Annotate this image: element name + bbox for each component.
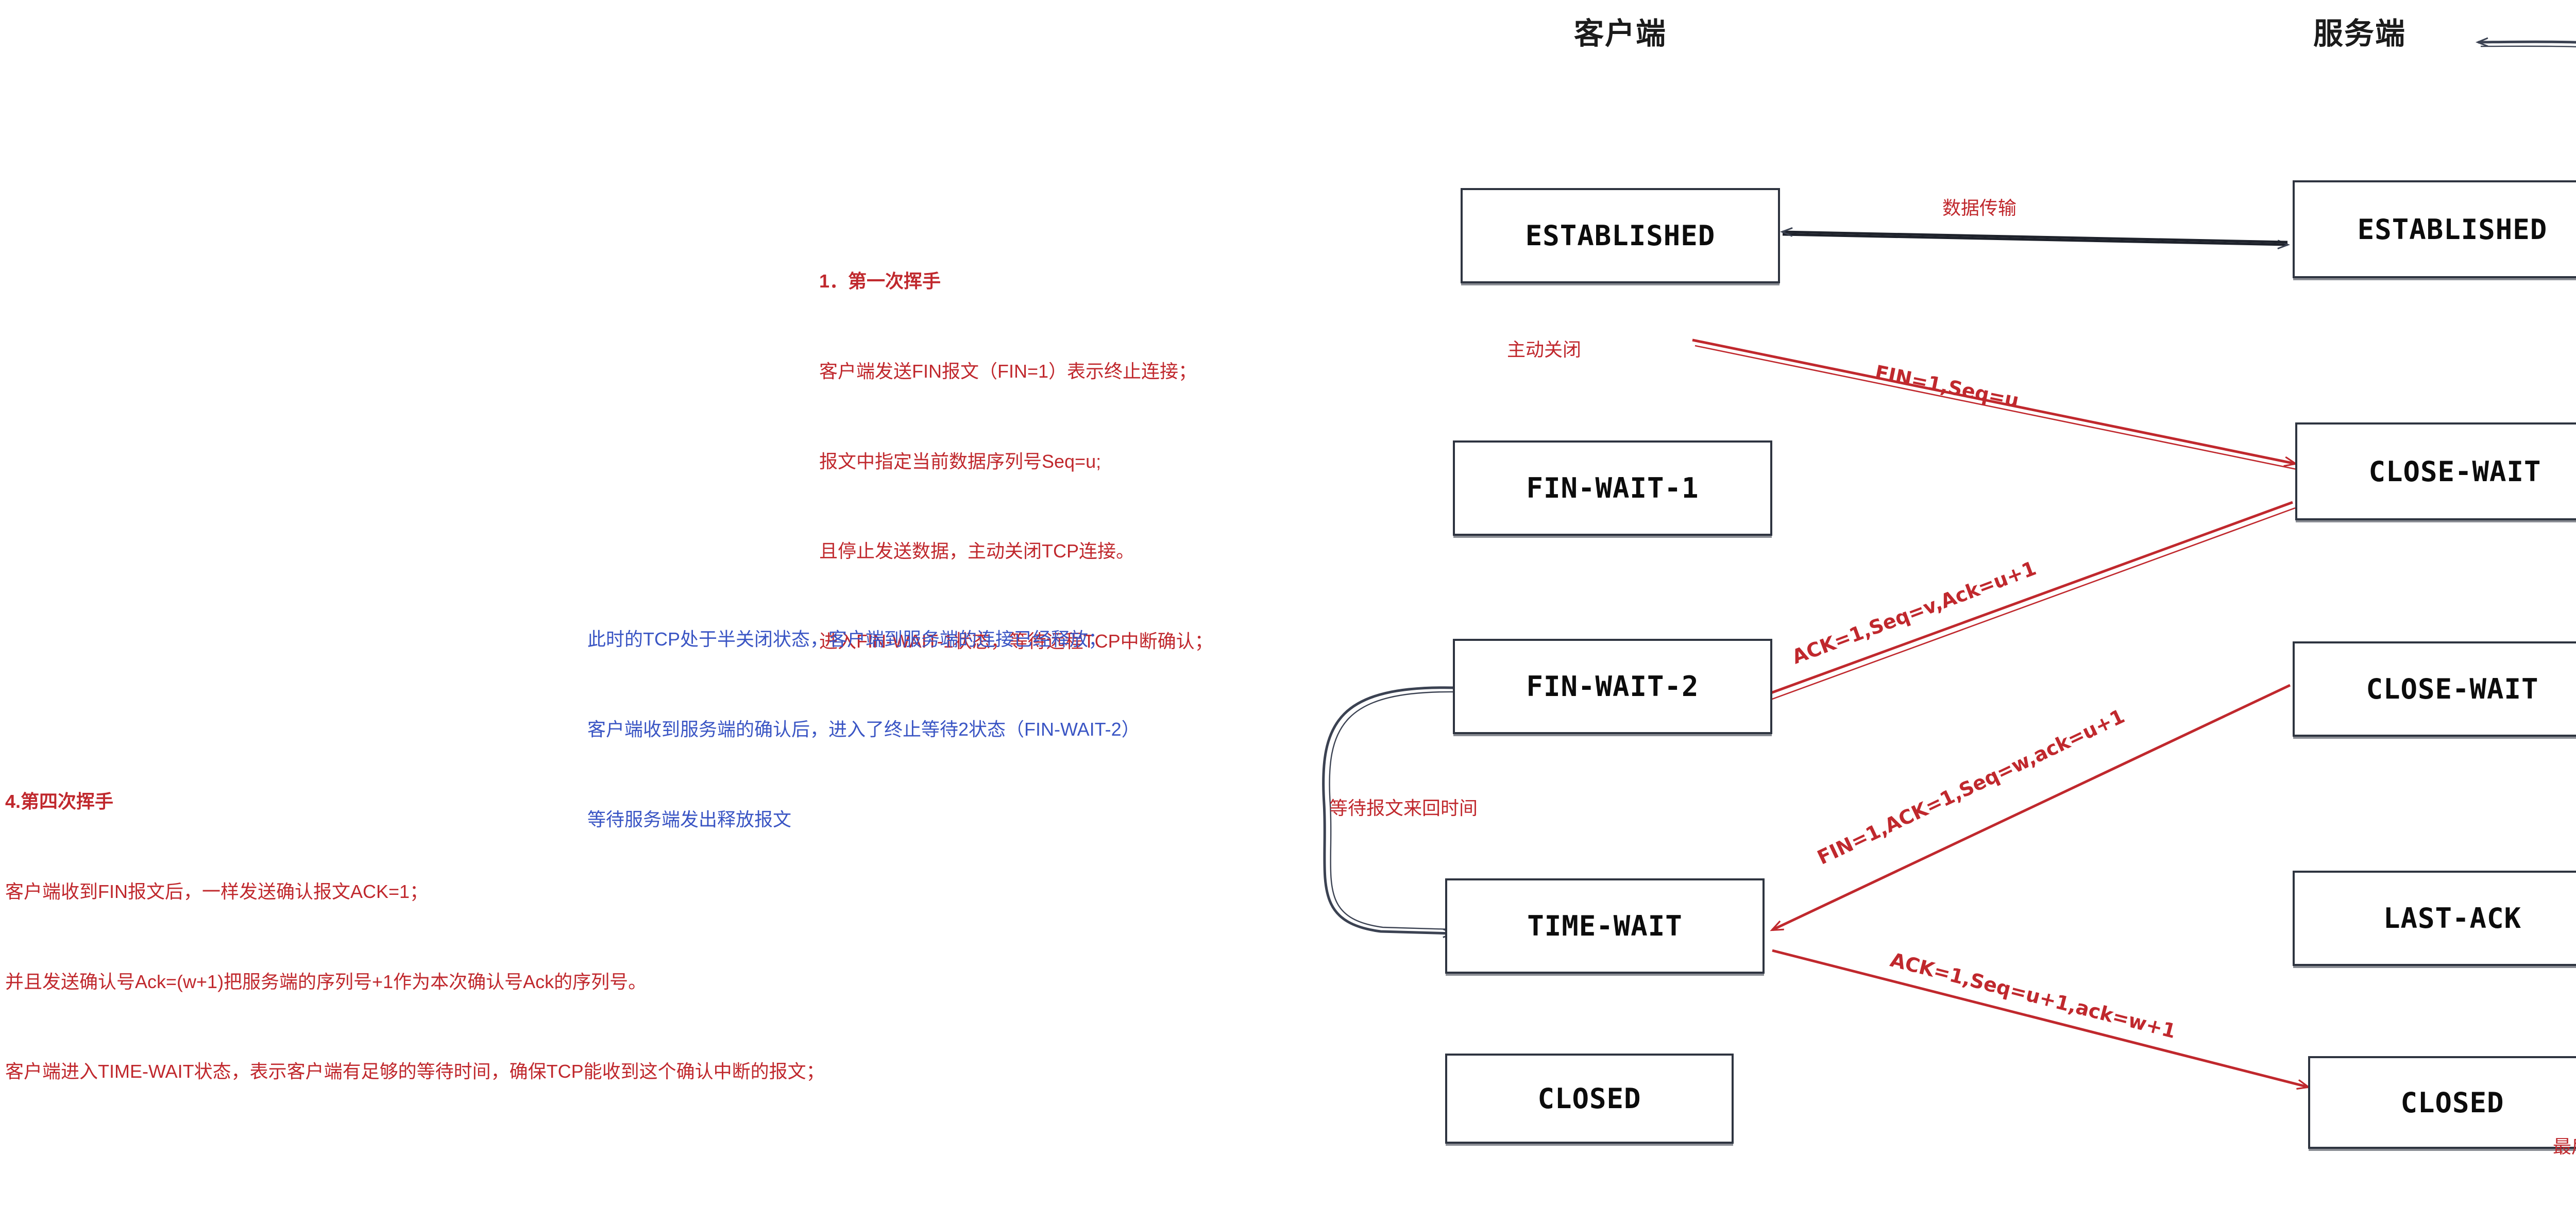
state-box-server-established[interactable]: ESTABLISHED [2293, 180, 2576, 278]
note-step1-line-2: 报文中指定当前数据序列号Seq=u; [819, 450, 1101, 472]
state-box-server-last-ack[interactable]: LAST-ACK [2293, 871, 2576, 966]
arrow-data-transfer [1783, 232, 2287, 245]
note-step1-line-4: 进入FIN-WAIT-1状态，等待远程TCP中断确认； [819, 631, 1213, 652]
note-step1: 1．第一次挥手 客户端发送FIN报文（FIN=1）表示终止连接； 报文中指定当前… [819, 206, 1213, 717]
tcp-four-way-handshake-diagram: 客户端 服务端 [5, 17, 2576, 1157]
state-box-client-established[interactable]: ESTABLISHED [1461, 188, 1780, 283]
label-ack-seq-v: ACK=1,Seq=v,Ack=u+1 [1789, 556, 2040, 669]
note-half-closed-line-2: 客户端收到服务端的确认后，进入了终止等待2状态（FIN-WAIT-2） [587, 718, 1140, 740]
column-header-client: 客户端 [1574, 17, 1667, 50]
note-step4-line-2: 并且发送确认号Ack=(w+1)把服务端的序列号+1作为本次确认号Ack的序列号… [5, 971, 647, 992]
label-data-transfer: 数据传输 [1942, 197, 2017, 218]
state-box-server-closed[interactable]: CLOSED [2308, 1056, 2576, 1149]
note-step4: 4.第四次挥手 客户端收到FIN报文后，一样发送确认报文ACK=1； 并且发送确… [5, 726, 825, 1147]
note-final-line-1: 最后，服务端收到这个ACK报文后，关闭服务端的连接，进入CLOSED状态，连接完… [2553, 1135, 2576, 1157]
column-header-server: 服务端 [2313, 17, 2406, 50]
note-step4-line-1: 客户端收到FIN报文后，一样发送确认报文ACK=1； [5, 880, 429, 902]
label-active-close: 主动关闭 [1507, 339, 1582, 360]
label-fin-seq-u: FIN=1,Seq=u [1873, 361, 2021, 413]
note-half-closed-line-1: 此时的TCP处于半关闭状态，客户端到服务端的连接已经释放； [587, 628, 1107, 650]
note-step4-heading: 4.第四次挥手 [5, 790, 114, 812]
state-box-client-fin-wait-1[interactable]: FIN-WAIT-1 [1453, 440, 1772, 536]
state-box-server-close-wait-1[interactable]: CLOSE-WAIT [2295, 422, 2576, 520]
note-step1-line-1: 客户端发送FIN报文（FIN=1）表示终止连接； [819, 360, 1197, 382]
label-wait-round-trip: 等待报文来回时间 [1329, 797, 1478, 819]
state-box-client-closed[interactable]: CLOSED [1445, 1054, 1734, 1144]
state-box-server-close-wait-2[interactable]: CLOSE-WAIT [2293, 641, 2576, 737]
arrow-fin-ack-seq-w [1772, 684, 2291, 931]
state-box-client-time-wait[interactable]: TIME-WAIT [1445, 878, 1765, 974]
note-half-closed-line-3: 等待服务端发出释放报文 [587, 808, 792, 830]
note-half-closed: 此时的TCP处于半关闭状态，客户端到服务端的连接已经释放； 客户端收到服务端的确… [587, 564, 1140, 894]
arrow-ack-seq-u1 [1772, 949, 2308, 1087]
label-fin-ack-seq-w: FIN=1,ACK=1,Seq=w,ack=u+1 [1814, 704, 2128, 869]
note-step1-line-3: 且停止发送数据，主动关闭TCP连接。 [819, 540, 1135, 562]
arrow-ack-seq-v [1757, 501, 2296, 705]
state-box-client-fin-wait-2[interactable]: FIN-WAIT-2 [1453, 639, 1772, 734]
label-ack-seq-u1: ACK=1,Seq=u+1,ack=w+1 [1888, 948, 2178, 1043]
note-step1-heading: 1．第一次挥手 [819, 270, 941, 292]
note-final: 最后，服务端收到这个ACK报文后，关闭服务端的连接，进入CLOSED状态，连接完… [2553, 1072, 2576, 1222]
note-step4-line-3: 客户端进入TIME-WAIT状态，表示客户端有足够的等待时间，确保TCP能收到这… [5, 1061, 825, 1082]
